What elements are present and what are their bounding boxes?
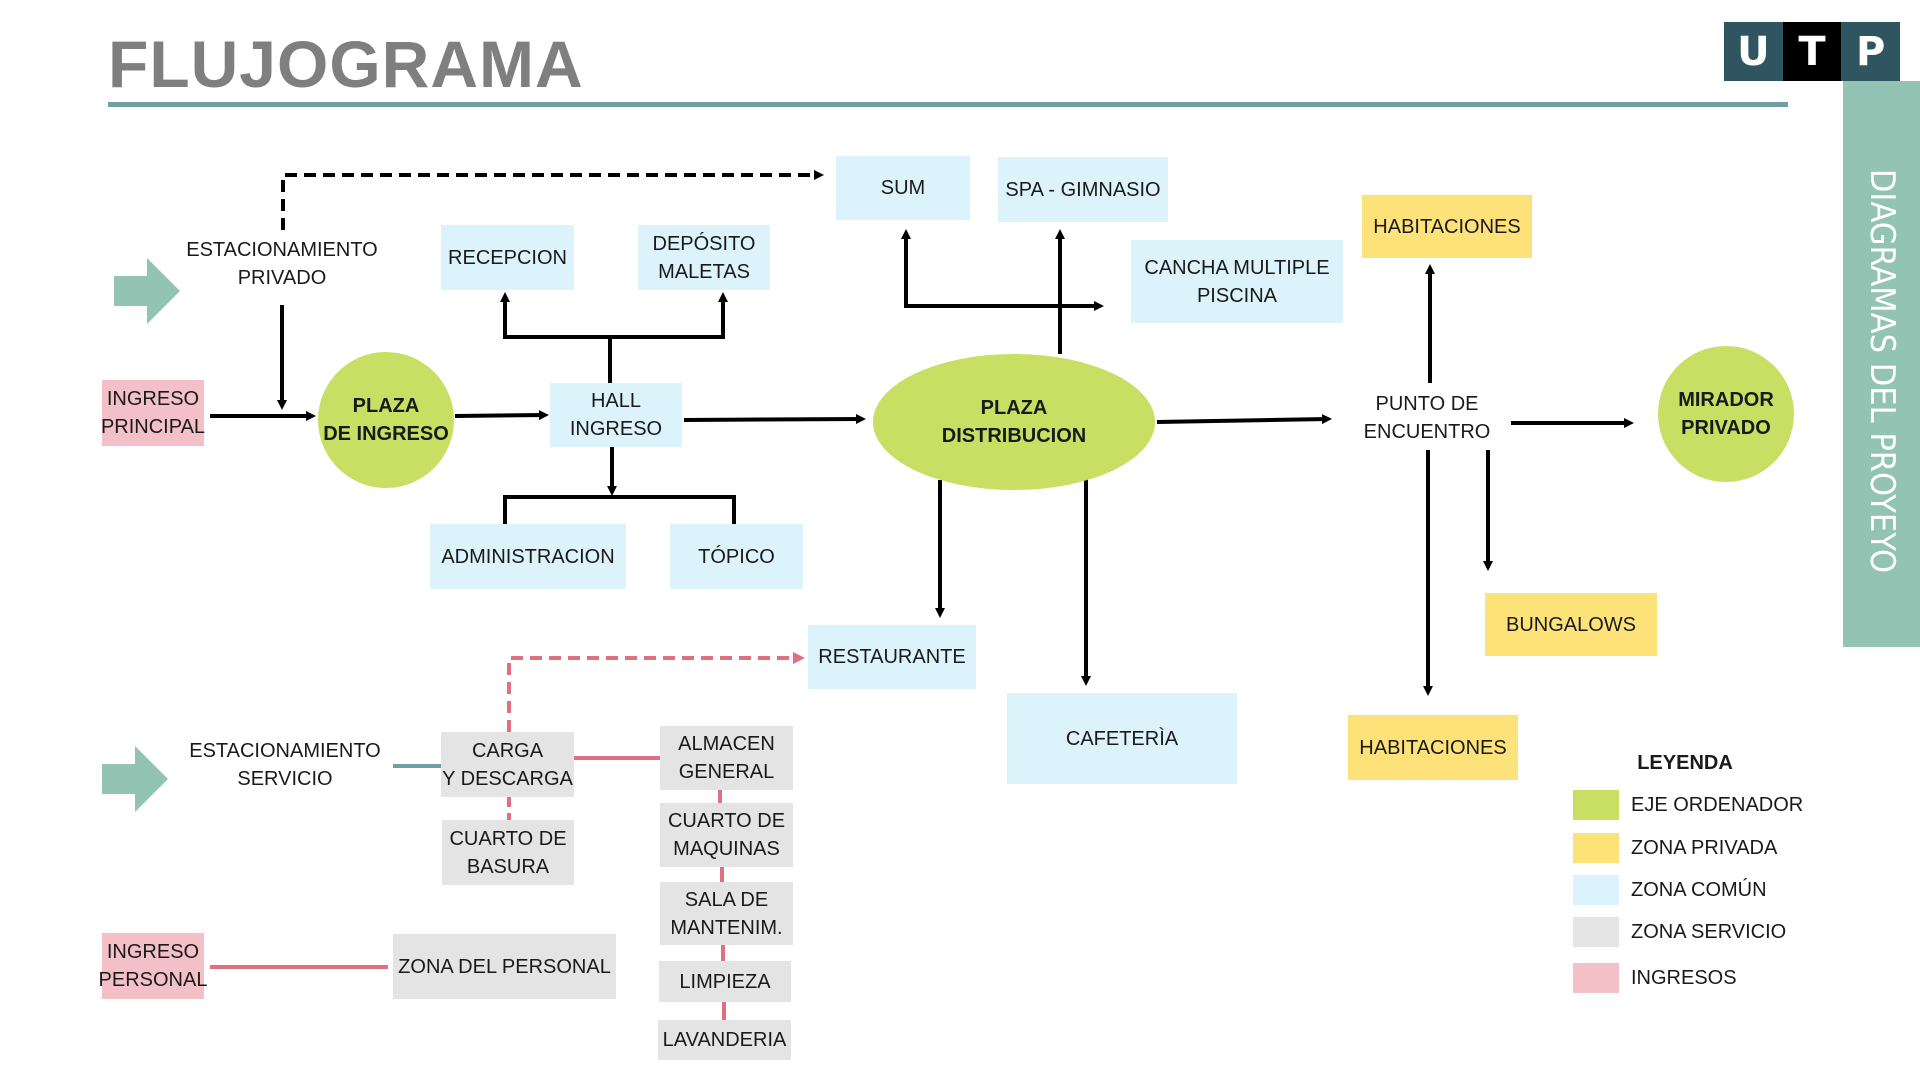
- legend-swatch-eje: [1573, 790, 1619, 820]
- node-almacen-general[interactable]: ALMACEN GENERAL: [660, 726, 793, 790]
- legend-item: EJE ORDENADOR: [1573, 790, 1803, 820]
- node-plaza-ingreso[interactable]: PLAZA DE INGRESO: [318, 352, 454, 488]
- node-administracion[interactable]: ADMINISTRACION: [430, 524, 626, 589]
- edge-hall-distribucion: [683, 414, 866, 425]
- legend-swatch-comun: [1573, 875, 1619, 905]
- edge-distribucion-punto: [1156, 414, 1332, 425]
- node-cuarto-maquinas[interactable]: CUARTO DE MAQUINAS: [660, 803, 793, 867]
- node-lavanderia[interactable]: LAVANDERIA: [658, 1020, 791, 1060]
- node-topico[interactable]: TÓPICO: [670, 524, 803, 589]
- legend-item: INGRESOS: [1573, 963, 1737, 993]
- node-ingreso-personal[interactable]: INGRESO PERSONAL: [99, 933, 207, 999]
- node-carga-descarga[interactable]: CARGA Y DESCARGA: [441, 732, 574, 797]
- node-recepcion[interactable]: RECEPCION: [441, 225, 574, 290]
- node-sum[interactable]: SUM: [836, 156, 970, 220]
- legend-swatch-privada: [1573, 833, 1619, 863]
- edge-hall-deposito: [610, 292, 728, 339]
- edge-hall-recepcion: [500, 292, 723, 339]
- legend-item: ZONA SERVICIO: [1573, 917, 1786, 947]
- legend-label: INGRESOS: [1631, 966, 1737, 989]
- node-bungalows[interactable]: BUNGALOWS: [1485, 593, 1657, 656]
- side-band: DIAGRAMAS DEL PROYEYO: [1843, 81, 1920, 647]
- node-spa-gimnasio[interactable]: SPA - GIMNASIO: [998, 157, 1168, 222]
- node-punto-encuentro[interactable]: PUNTO DE ENCUENTRO: [1363, 393, 1491, 443]
- node-sala-mantenimiento[interactable]: SALA DE MANTENIM.: [660, 882, 793, 945]
- legend-label: EJE ORDENADOR: [1631, 793, 1804, 816]
- node-cafeteria[interactable]: CAFETERÌA: [1007, 693, 1237, 784]
- edge-carga-restaurante: [507, 652, 805, 732]
- legend-swatch-servicio: [1573, 917, 1619, 947]
- legend-label: ZONA PRIVADA: [1631, 836, 1778, 859]
- node-cuarto-basura[interactable]: CUARTO DE BASURA: [442, 820, 574, 885]
- logo-letter-p: P: [1841, 22, 1901, 81]
- node-deposito-maletas[interactable]: DEPÓSITO MALETAS: [638, 225, 770, 290]
- title-underline: [108, 102, 1788, 107]
- service-entry-arrow-icon: [102, 746, 168, 812]
- legend-label: ZONA SERVICIO: [1631, 920, 1787, 943]
- node-zona-personal[interactable]: ZONA DEL PERSONAL: [393, 934, 616, 999]
- node-hall-ingreso[interactable]: HALL INGRESO: [550, 383, 682, 447]
- node-ingreso-principal[interactable]: INGRESO PRINCIPAL: [101, 380, 205, 446]
- node-estacionamiento-privado[interactable]: ESTACIONAMIENTO PRIVADO: [186, 239, 378, 289]
- node-mirador-privado[interactable]: MIRADOR PRIVADO: [1658, 346, 1794, 482]
- edge-estac-privado-sum: [281, 170, 824, 230]
- legend-label: ZONA COMÚN: [1631, 878, 1767, 901]
- legend-title: LEYENDA: [1637, 752, 1733, 774]
- node-cancha-piscina[interactable]: CANCHA MULTIPLE PISCINA: [1131, 240, 1343, 323]
- node-restaurante[interactable]: RESTAURANTE: [808, 625, 976, 689]
- node-limpieza[interactable]: LIMPIEZA: [659, 961, 791, 1002]
- entry-arrow-icon: [114, 258, 180, 324]
- page-title: FLUJOGRAMA: [108, 27, 584, 101]
- logo-letter-t: T: [1782, 22, 1842, 81]
- node-habitaciones-top[interactable]: HABITACIONES: [1362, 195, 1532, 258]
- edge-plaza-hall: [454, 410, 549, 421]
- node-plaza-distribucion[interactable]: PLAZA DISTRIBUCION: [873, 354, 1155, 490]
- legend-item: ZONA COMÚN: [1573, 875, 1767, 905]
- node-estacionamiento-servicio[interactable]: ESTACIONAMIENTO SERVICIO: [189, 740, 381, 790]
- node-habitaciones-bottom[interactable]: HABITACIONES: [1348, 715, 1518, 780]
- logo-letter-u: U: [1724, 22, 1783, 81]
- legend-swatch-ingresos: [1573, 963, 1619, 993]
- legend-item: ZONA PRIVADA: [1573, 833, 1777, 863]
- edge-admin-topico-bar: [503, 495, 736, 524]
- utp-logo: U T P: [1724, 22, 1901, 81]
- edge-sum-cancha: [904, 233, 1104, 311]
